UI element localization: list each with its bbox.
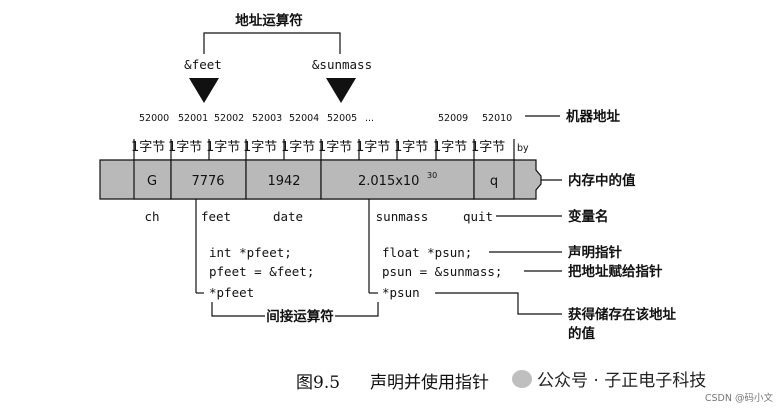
code-left-declare: int *pfeet; [209, 245, 292, 260]
label-assign-pointer: 把地址赋给指针 [568, 263, 663, 280]
cell-quit [473, 159, 515, 200]
value-sunmass: 2.015x10 [358, 174, 419, 189]
varname-sunmass: sunmass [376, 209, 429, 224]
byte-ticks [133, 139, 515, 160]
watermark: 公众号 · 子正电子科技 [512, 366, 706, 391]
byte-label: 1字节 [206, 140, 240, 155]
byte-label: 1字节 [243, 140, 277, 155]
csdn-credit: CSDN @码小文 [704, 393, 773, 404]
value-date: 1942 [267, 174, 300, 189]
address-operator-label: 地址运算符 [235, 12, 303, 29]
address-52010: 52010 [482, 113, 512, 124]
arrow-feet-icon [189, 78, 219, 103]
cell-sunmass [320, 159, 475, 200]
byte-label: 1字节 [356, 140, 390, 155]
caption-number: 图9.5 [296, 373, 340, 393]
value-ch: G [147, 174, 157, 189]
label-declare-pointer: 声明指针 [567, 244, 622, 261]
code-left-deref: *pfeet [209, 285, 254, 300]
byte-label: 1字节 [318, 140, 352, 155]
address-52002: 52002 [214, 113, 244, 124]
address-52004: 52004 [289, 113, 319, 124]
arrow-sunmass-icon [326, 78, 356, 103]
cell-feet [170, 159, 247, 200]
label-get-value-line1: 获得储存在该地址 [568, 306, 676, 323]
code-left-assign: pfeet = &feet; [209, 264, 314, 279]
code-right-declare: float *psun; [382, 245, 472, 260]
wechat-icon [512, 370, 532, 388]
label-get-value-line2: 的值 [568, 325, 596, 342]
address-52001: 52001 [178, 113, 208, 124]
indirect-operator-bracket [211, 302, 265, 317]
watermark-text: 公众号 · 子正电子科技 [537, 371, 707, 391]
byte-label: 1字节 [131, 140, 165, 155]
caption-text: 声明并使用指针 [370, 372, 489, 393]
pointer-expr-feet: &feet [184, 57, 222, 72]
byte-label: 1字节 [168, 140, 202, 155]
code-right-deref: *psun [382, 285, 420, 300]
label-var-name: 变量名 [568, 208, 609, 225]
varname-feet: feet [201, 209, 231, 224]
address-ellipsis: ... [365, 113, 374, 124]
cell-date [245, 159, 322, 200]
address-52005: 52005 [327, 113, 357, 124]
value-feet: 7776 [191, 174, 224, 189]
by-label: by [517, 143, 529, 154]
byte-label: 1字节 [433, 140, 467, 155]
value-sunmass-exponent: 30 [427, 171, 437, 180]
byte-label: 1字节 [471, 140, 505, 155]
address-52000: 52000 [139, 113, 169, 124]
varname-date: date [273, 209, 303, 224]
varname-quit: quit [463, 209, 493, 224]
indirect-operator-label: 间接运算符 [266, 308, 334, 325]
byte-label: 1字节 [281, 140, 315, 155]
varname-ch: ch [144, 209, 159, 224]
value-quit: q [490, 174, 498, 189]
label-memory-value: 内存中的值 [568, 172, 636, 189]
byte-label: 1字节 [394, 140, 428, 155]
label-machine-address: 机器地址 [566, 108, 620, 125]
pointer-expr-sunmass: &sunmass [312, 57, 372, 72]
address-52003: 52003 [252, 113, 282, 124]
address-52009: 52009 [438, 113, 468, 124]
address-operator-bracket [203, 32, 341, 54]
code-right-assign: psun = &sunmass; [382, 264, 502, 279]
